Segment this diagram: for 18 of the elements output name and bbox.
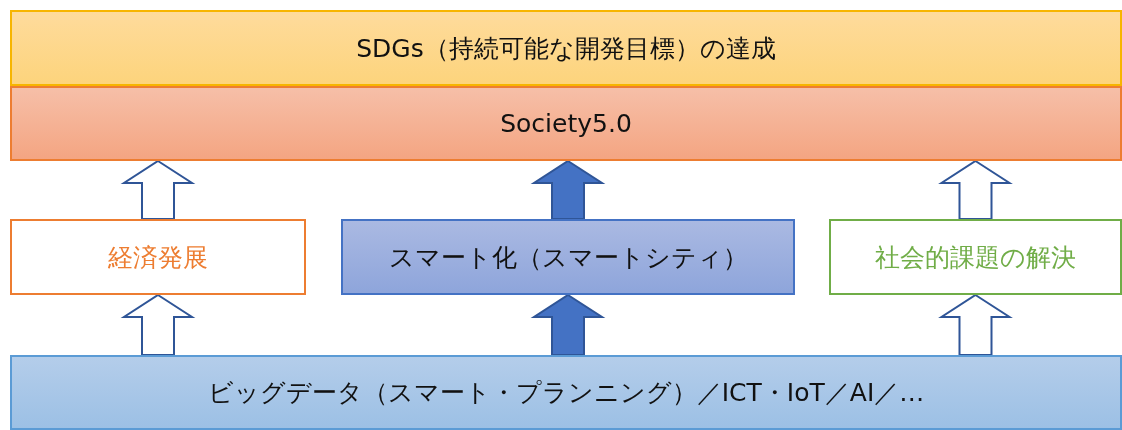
- node-label: スマート化（スマートシティ）: [388, 241, 748, 274]
- node-label: Society5.0: [500, 109, 632, 138]
- foundation-band: [10, 355, 1122, 430]
- block-arrow: [530, 293, 606, 356]
- process-box: [829, 219, 1122, 295]
- node-label: 社会的課題の解決: [875, 241, 1076, 274]
- node-label: ビッグデータ（スマート・プランニング）／ICT・IoT／AI／…: [207, 377, 925, 409]
- block-arrow: [938, 159, 1013, 220]
- node-label: SDGs（持続可能な開発目標）の達成: [356, 32, 776, 65]
- block-arrow: [938, 293, 1013, 356]
- goal-band: [10, 10, 1122, 86]
- process-box: [10, 219, 306, 295]
- node-label: 経済発展: [108, 241, 208, 274]
- process-box: [341, 219, 795, 295]
- block-arrow: [120, 159, 196, 220]
- block-arrow: [530, 159, 606, 220]
- society-band: [10, 86, 1122, 161]
- block-arrow: [120, 293, 196, 356]
